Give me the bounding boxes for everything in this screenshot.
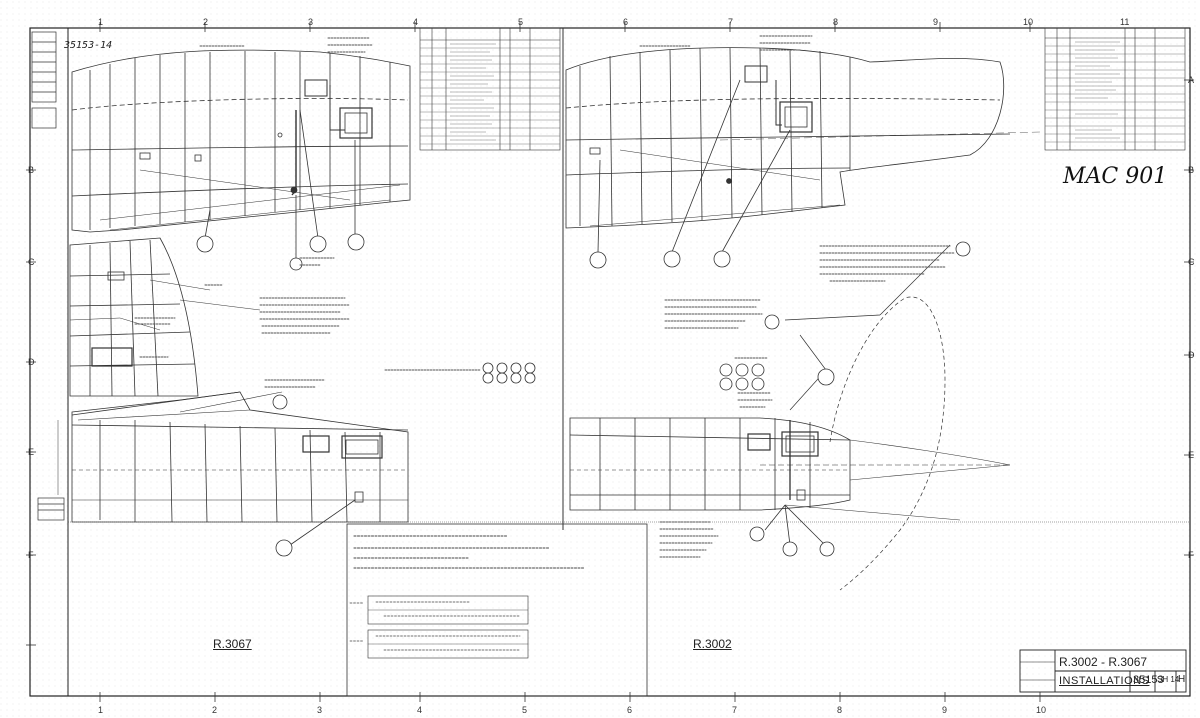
grid-ticks (26, 22, 1194, 702)
parts-list-right (1044, 27, 1186, 151)
grid-left-E: E (28, 447, 34, 457)
grid-right-B: B (1188, 165, 1194, 175)
parts-list-centre (419, 27, 561, 151)
grid-top-11: 11 (1120, 17, 1129, 27)
grid-bottom-6: 6 (627, 705, 632, 715)
grid-bottom-7: 7 (732, 705, 737, 715)
grid-right-F: F (1188, 550, 1194, 560)
view-label-right: R.3002 (693, 637, 732, 651)
grid-left-B: B (28, 165, 34, 175)
grid-top-1: 1 (98, 17, 103, 27)
grid-top-4: 4 (413, 17, 418, 27)
right-lower-fuselage (569, 417, 961, 546)
grid-left-C: C (28, 257, 35, 267)
parts-list-right-rows (1045, 41, 1185, 143)
notes-box (346, 523, 648, 697)
grid-top-10: 10 (1023, 17, 1033, 27)
grid-bottom-8: 8 (837, 705, 842, 715)
grid-bottom-4: 4 (417, 705, 422, 715)
grid-labels: 1 2 3 4 5 6 7 8 9 10 11 1 2 3 4 5 6 7 8 … (28, 17, 1195, 715)
title-block-title: INSTALLATIONS (1059, 675, 1150, 687)
right-lower-callouts (482, 241, 971, 557)
grid-top-8: 8 (833, 17, 838, 27)
annotation-text-blocks (134, 35, 956, 558)
grid-bottom-1: 1 (98, 705, 103, 715)
title-block-model: R.3002 - R.3067 (1059, 655, 1148, 669)
title-block-number: 35153 (1133, 674, 1164, 686)
notes-text-lines (349, 535, 586, 651)
grid-top-6: 6 (623, 17, 628, 27)
grid-top-7: 7 (728, 17, 733, 27)
parts-list-centre-rows (420, 43, 560, 145)
grid-top-3: 3 (308, 17, 313, 27)
title-block-frame (1019, 649, 1187, 693)
grid-bottom-9: 9 (942, 705, 947, 715)
drawing-number-corner: 35153-14 (64, 40, 113, 51)
left-fin-view (69, 237, 261, 397)
grid-right-D: D (1188, 350, 1195, 360)
grid-top-9: 9 (933, 17, 938, 27)
grid-top-2: 2 (203, 17, 208, 27)
title-block-issue: H (1178, 674, 1186, 685)
title-block-sheet: SH 14 (1157, 675, 1180, 684)
handwritten-note: MAC 901 (1063, 164, 1168, 189)
grid-bottom-10: 10 (1036, 705, 1046, 715)
left-lower-callouts (272, 394, 293, 557)
grid-top-5: 5 (518, 17, 523, 27)
grid-right-E: E (1188, 450, 1194, 460)
grid-bottom-3: 3 (317, 705, 322, 715)
grid-right-A: A (1188, 75, 1194, 85)
left-margin-stamps (31, 31, 65, 521)
grid-left-D: D (28, 357, 35, 367)
left-lower-fuselage (71, 391, 409, 546)
left-upper-callouts (196, 233, 365, 271)
grid-right-C: C (1188, 257, 1195, 267)
grid-bottom-5: 5 (522, 705, 527, 715)
right-upper-fuselage (565, 47, 1011, 253)
grid-bottom-2: 2 (212, 705, 217, 715)
view-label-left: R.3067 (213, 637, 252, 651)
grid-left-F: F (28, 550, 34, 560)
left-upper-fuselage (71, 49, 411, 260)
right-upper-callouts (589, 250, 731, 269)
